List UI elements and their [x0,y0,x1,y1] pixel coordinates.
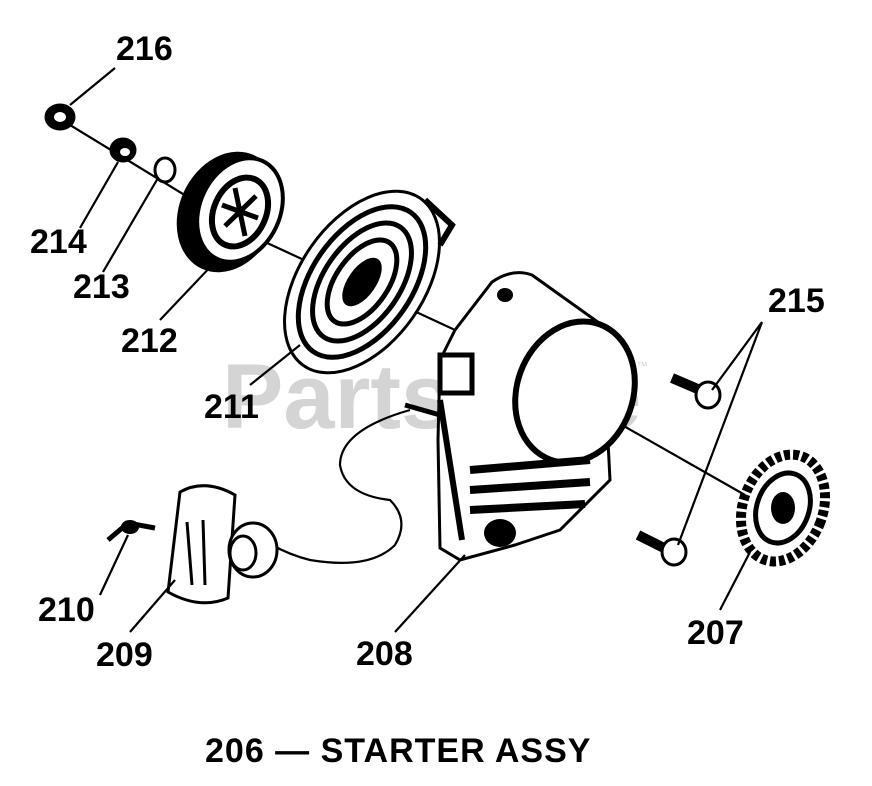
callout-208: 208 [356,635,413,673]
part-210-clip [106,520,156,542]
callout-214: 214 [30,223,87,261]
part-211-recoil-spring [283,189,456,375]
leader-lines [69,67,764,633]
callout-210: 210 [38,591,95,629]
callout-207: 207 [687,614,744,652]
callout-211: 211 [204,388,259,426]
part-208-starter-housing [436,271,638,562]
callout-213: 213 [73,268,130,306]
callout-215: 215 [768,282,825,320]
part-215-screw-lower [635,530,688,567]
watermark-trademark: ™ [636,359,648,373]
starter-rope [271,408,411,564]
diagram-title: 206 — STARTER ASSY [205,732,591,770]
callout-216: 216 [116,30,173,68]
part-212-pulley [176,151,285,273]
part-213-washer [153,156,177,184]
part-215-screw-upper [670,373,722,410]
part-214-spacer [109,137,137,163]
part-209-handle [166,484,279,605]
callout-209: 209 [96,636,153,674]
part-216-nut [44,103,76,131]
part-207-cover [735,449,831,567]
rope-guide [404,402,441,418]
callout-212: 212 [121,322,178,360]
